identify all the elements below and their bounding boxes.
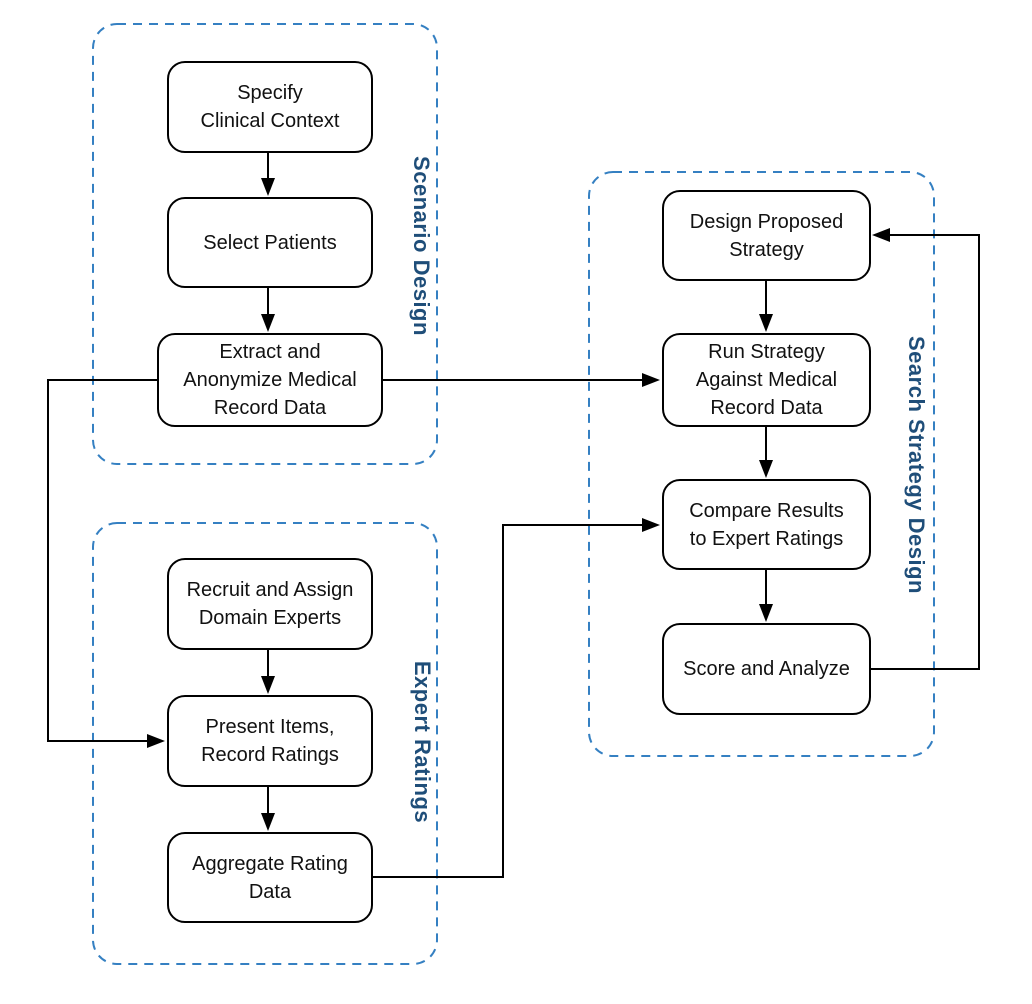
edge-extract-to-present-items bbox=[47, 379, 165, 748]
node-score-and-analyze: Score and Analyze bbox=[662, 623, 871, 715]
node-specify-clinical-context: Specify Clinical Context bbox=[167, 61, 373, 153]
scenario-design-group-border bbox=[92, 23, 438, 465]
node-aggregate-rating-data: Aggregate Rating Data bbox=[167, 832, 373, 923]
expert-ratings-group-border bbox=[92, 522, 438, 965]
node-select-patients: Select Patients bbox=[167, 197, 373, 288]
group-label-scenario-design: Scenario Design bbox=[409, 156, 434, 336]
node-compare-results-to-expert-ratings: Compare Results to Expert Ratings bbox=[662, 479, 871, 570]
edge-aggregate-to-compare bbox=[373, 518, 660, 878]
edge-score-to-design-feedback bbox=[871, 228, 980, 670]
node-extract-anonymize-medical-record-data: Extract and Anonymize Medical Record Dat… bbox=[157, 333, 383, 427]
search-strategy-design-group-border bbox=[588, 171, 935, 757]
node-recruit-assign-domain-experts: Recruit and Assign Domain Experts bbox=[167, 558, 373, 650]
node-design-proposed-strategy: Design Proposed Strategy bbox=[662, 190, 871, 281]
group-label-expert-ratings: Expert Ratings bbox=[410, 660, 435, 824]
node-run-strategy-against-medical-record-data: Run Strategy Against Medical Record Data bbox=[662, 333, 871, 427]
group-label-search-strategy-design: Search Strategy Design bbox=[904, 336, 929, 594]
node-present-items-record-ratings: Present Items, Record Ratings bbox=[167, 695, 373, 787]
